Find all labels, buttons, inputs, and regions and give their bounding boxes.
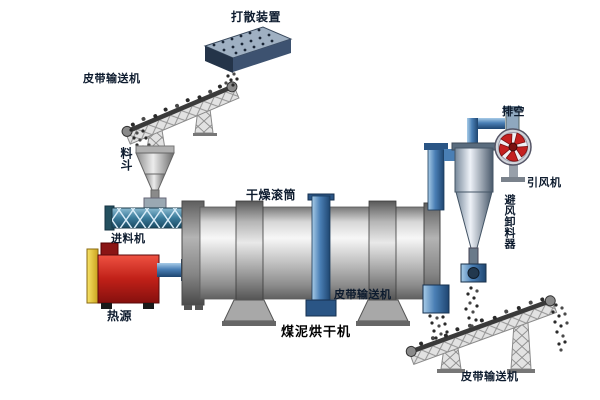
label-exhaust: 排空 bbox=[502, 105, 525, 118]
center-discharge-chute bbox=[305, 193, 337, 317]
belt-conveyor-left bbox=[121, 81, 240, 152]
label-belt-conveyor-center: 皮带输送机 bbox=[334, 288, 392, 301]
label-feeder: 进料机 bbox=[111, 232, 146, 245]
label-scatter-device: 打散装置 bbox=[231, 10, 282, 24]
rotary-drum bbox=[181, 200, 441, 326]
screw-feeder bbox=[104, 205, 193, 231]
induced-draft-fan bbox=[494, 106, 532, 182]
label-belt-conveyor-bottom-right: 皮带输送机 bbox=[461, 370, 519, 383]
diagram-title: 煤泥烘干机 bbox=[281, 325, 352, 340]
drum-discharge-box bbox=[422, 284, 450, 314]
fan-blades bbox=[499, 132, 528, 162]
label-heat-source: 热源 bbox=[107, 309, 133, 323]
label-drying-drum: 干燥滚筒 bbox=[246, 188, 297, 202]
cyclone-separator bbox=[424, 118, 505, 283]
falling-material-right bbox=[428, 286, 569, 352]
coal-on-belt-right bbox=[419, 297, 545, 346]
label-hopper: 料斗 bbox=[119, 147, 133, 171]
scatter-device bbox=[203, 26, 293, 73]
hopper bbox=[135, 145, 175, 211]
label-induced-draft-fan: 引风机 bbox=[527, 176, 562, 189]
coal-on-belt-left bbox=[130, 84, 222, 127]
belt-conveyor-right bbox=[405, 295, 558, 373]
label-airlock-discharger: 避风卸料器 bbox=[503, 194, 516, 249]
label-belt-conveyor-top-left: 皮带输送机 bbox=[83, 72, 141, 85]
heat-source bbox=[86, 242, 187, 309]
